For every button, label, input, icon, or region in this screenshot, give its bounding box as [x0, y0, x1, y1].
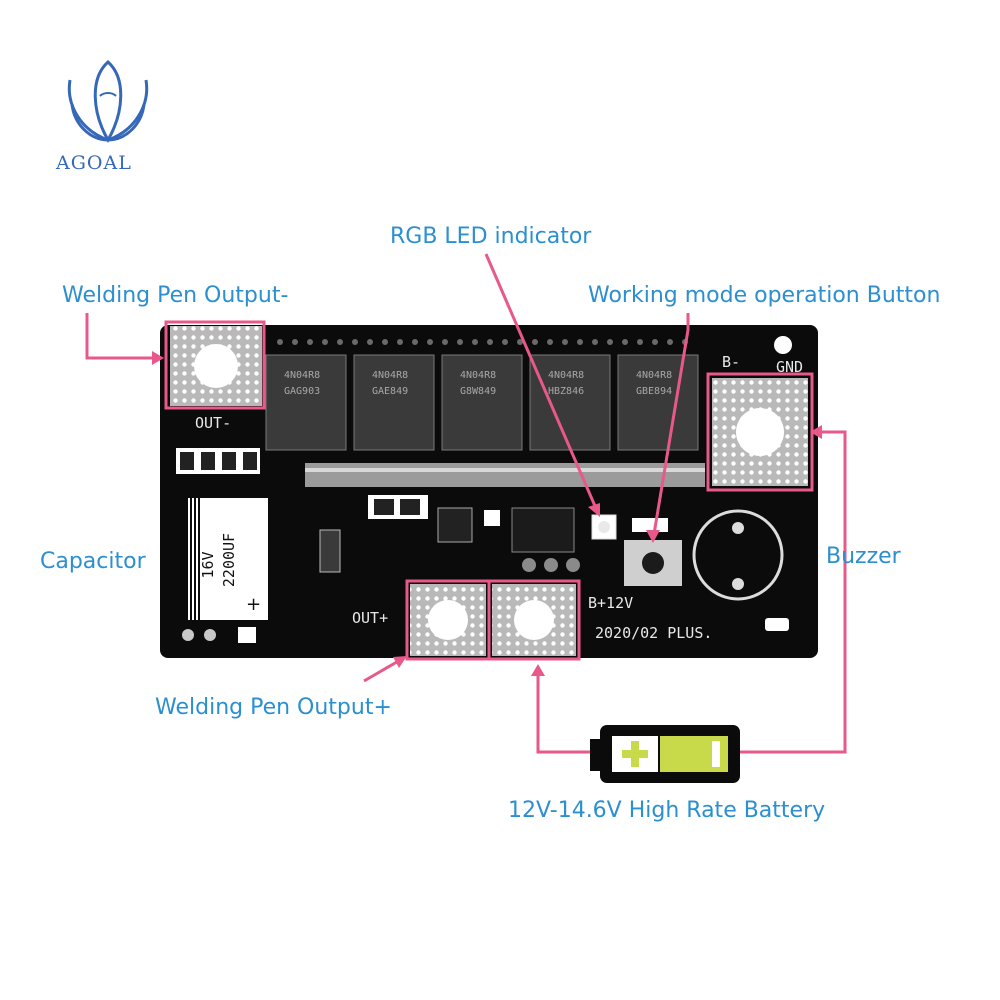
ic-chip: [511, 507, 575, 553]
mosfet: [617, 354, 699, 451]
mosfet-marking: 4N04R8: [636, 370, 672, 381]
mosfet-row: 4N04R8 GAG903 4N04R8 GAE849 4N04R8 G8W84…: [265, 354, 699, 451]
callout-battery: 12V-14.6V High Rate Battery: [508, 798, 826, 823]
callout-rgb-led-indicator: RGB LED indicator: [390, 224, 592, 249]
mosfet: [265, 354, 347, 451]
capacitor: 16V 2200UF +: [176, 498, 268, 620]
silk-b-minus: B-: [722, 353, 740, 371]
mosfet: [529, 354, 611, 451]
callout-working-mode-button: Working mode operation Button: [588, 283, 941, 308]
silk-out-minus: OUT-: [195, 414, 231, 432]
callout-welding-pen-output-minus: Welding Pen Output-: [62, 283, 289, 308]
mosfet-marking: G8W849: [460, 386, 496, 397]
mounting-hole: [774, 336, 792, 354]
mosfet-marking: GBE894: [636, 386, 672, 397]
silk-gnd: GND: [776, 358, 803, 376]
capacitor-polarity: +: [246, 594, 261, 615]
callout-buzzer: Buzzer: [826, 544, 901, 569]
leader-rgb-led: [484, 253, 600, 514]
battery-icon: [590, 725, 740, 783]
mosfet-marking: HBZ846: [548, 386, 584, 397]
leader-battery: [536, 668, 592, 754]
mosfet-marking: 4N04R8: [460, 370, 496, 381]
highlight-out-minus: [164, 320, 266, 410]
solder-busbar: [305, 463, 705, 487]
callout-welding-pen-output-plus: Welding Pen Output+: [155, 695, 392, 720]
agoal-logo-icon: [67, 59, 149, 144]
highlight-b-plus: [487, 579, 581, 661]
silk-b-plus: B+12V: [588, 594, 633, 612]
mosfet: [441, 354, 523, 451]
resistor-array: [176, 448, 260, 474]
capacitor-rating: 16V: [199, 551, 217, 578]
mosfet-marking: 4N04R8: [372, 370, 408, 381]
leader-out-minus: [85, 313, 160, 360]
mosfet-marking: 4N04R8: [548, 370, 584, 381]
mosfet-marking: GAG903: [284, 386, 320, 397]
mosfet-marking: GAE849: [372, 386, 408, 397]
silk-version: 2020/02 PLUS.: [595, 624, 712, 642]
regulator: [437, 507, 473, 543]
silk-out-plus: OUT+: [352, 609, 388, 627]
leader-mode-button: [651, 313, 690, 541]
buzzer: [692, 509, 784, 601]
capacitor-rating: 2200UF: [220, 533, 238, 587]
leader-buzzer: [740, 430, 847, 754]
brand-name: AGOAL: [56, 152, 132, 174]
mosfet-marking: 4N04R8: [284, 370, 320, 381]
mosfet: [353, 354, 435, 451]
callout-capacitor: Capacitor: [40, 549, 146, 574]
leader-out-plus: [363, 657, 403, 683]
diode: [319, 529, 341, 573]
